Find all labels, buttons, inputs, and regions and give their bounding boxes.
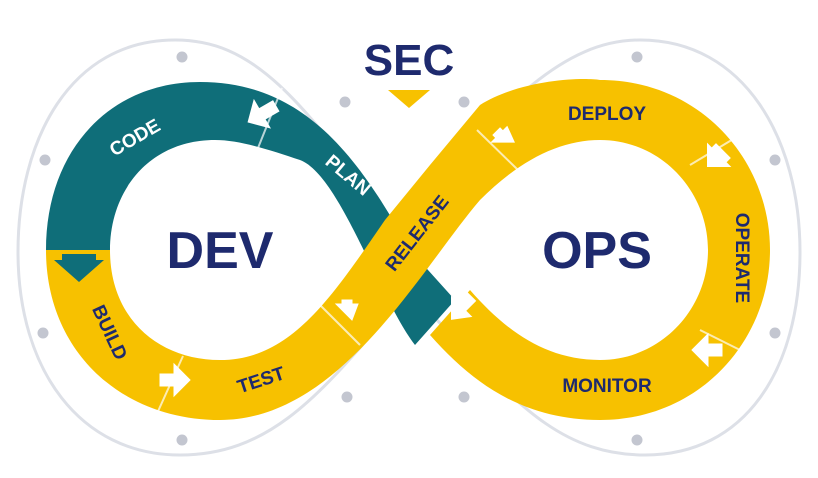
flow-arrows bbox=[159, 98, 732, 398]
segment-dividers bbox=[154, 87, 751, 419]
ops-label: OPS bbox=[542, 222, 652, 280]
arrow-deploy-to-operate-icon bbox=[707, 142, 732, 167]
arrow-test-to-release-icon bbox=[334, 299, 359, 321]
arrow-plan-to-code-icon bbox=[247, 98, 280, 129]
stage-monitor-label: MONITOR bbox=[562, 376, 652, 397]
sec-marker-icon bbox=[388, 90, 430, 108]
stage-deploy-label: DEPLOY bbox=[568, 104, 646, 125]
dev-label: DEV bbox=[167, 222, 274, 280]
stage-operate-label: OPERATE bbox=[731, 213, 752, 303]
dev-loop-top-band bbox=[46, 82, 455, 345]
code-to-build-arrow-icon bbox=[54, 254, 104, 282]
ring-dots bbox=[34, 48, 784, 449]
ops-loop-band bbox=[430, 80, 770, 420]
arrow-monitor-to-plan-icon bbox=[451, 291, 477, 320]
arrow-operate-to-monitor-icon bbox=[691, 332, 723, 368]
arrow-build-to-test-icon bbox=[159, 362, 191, 398]
arrow-release-to-deploy-icon bbox=[490, 125, 515, 143]
dev-loop-bottom-band bbox=[46, 79, 600, 421]
sec-title: SEC bbox=[364, 36, 454, 85]
